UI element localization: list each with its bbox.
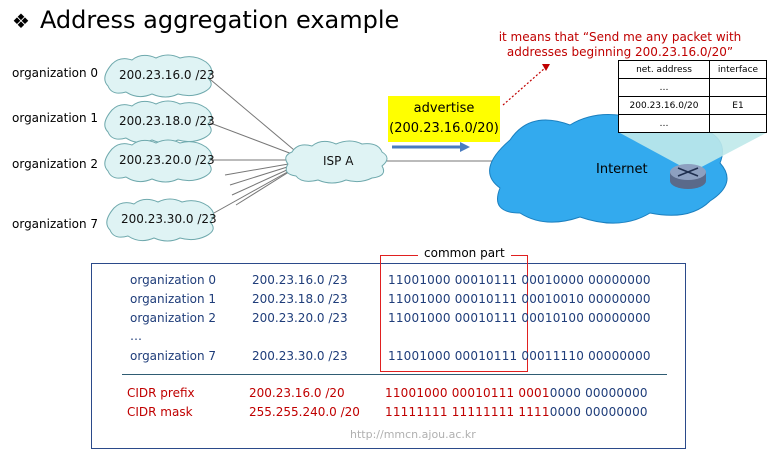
cidr-value: 200.23.16.0 /20: [249, 386, 345, 400]
advertise-arrow: [392, 142, 470, 152]
isp-cloud: [285, 140, 388, 184]
table-row: 200.23.16.0/20 E1: [618, 96, 767, 115]
note-arrow: [502, 64, 550, 106]
row-org: organization 7: [130, 349, 217, 363]
org-prefix-1: 200.23.18.0 /23: [119, 114, 215, 128]
col-interface: interface: [709, 60, 767, 79]
aggregation-box: [91, 263, 686, 449]
org-prefix-0: 200.23.16.0 /23: [119, 68, 215, 82]
table-cell: [709, 78, 767, 97]
table-beam: [620, 133, 766, 172]
row-bits: 11001000 00010111 00011110 00000000: [388, 349, 651, 363]
cidr-bits: 11001000 00010111 00010000 00000000: [385, 386, 648, 400]
org-label-7: organization 7: [12, 217, 99, 231]
page-title: ❖ Address aggregation example: [12, 6, 399, 34]
table-row: …: [618, 114, 767, 133]
cidr-bits-common: 11111111 11111111 1111: [385, 405, 550, 419]
org-label-2: organization 2: [12, 157, 99, 171]
title-text: Address aggregation example: [39, 6, 400, 34]
aggregation-note: it means that “Send me any packet with a…: [498, 30, 742, 59]
org-label-1: organization 1: [12, 111, 99, 125]
diamond-bullet-icon: ❖: [12, 9, 30, 33]
advertise-line1: advertise: [413, 101, 475, 116]
table-cell: …: [618, 78, 710, 97]
org-cloud-7: [106, 198, 214, 242]
cidr-bits-common: 11001000 00010111 0001: [385, 386, 550, 400]
advertise-box: advertise (200.23.16.0/20): [388, 96, 500, 142]
table-cell: 200.23.16.0/20: [618, 96, 710, 115]
routing-table: net. address interface … 200.23.16.0/20 …: [618, 60, 767, 133]
advertise-line2: (200.23.16.0/20): [389, 121, 499, 136]
org-cloud-0: [104, 54, 212, 98]
org-cloud-1: [104, 100, 212, 144]
org-clouds: [104, 54, 214, 242]
routing-table-header: net. address interface: [618, 60, 767, 79]
router-icon: [670, 164, 706, 189]
org-links: [204, 74, 510, 219]
table-cell: …: [618, 114, 710, 133]
table-row: …: [618, 78, 767, 97]
row-org: …: [130, 329, 142, 343]
row-org: organization 0: [130, 273, 217, 287]
isp-label: ISP A: [323, 154, 354, 168]
row-prefix: 200.23.18.0 /23: [252, 292, 348, 306]
org-prefix-7: 200.23.30.0 /23: [121, 212, 217, 226]
cidr-label: CIDR mask: [127, 405, 193, 419]
footer-url: http://mmcn.ajou.ac.kr: [350, 428, 476, 441]
row-prefix: 200.23.30.0 /23: [252, 349, 348, 363]
table-cell: E1: [709, 96, 767, 115]
table-cell: [709, 114, 767, 133]
row-bits: 11001000 00010111 00010010 00000000: [388, 292, 651, 306]
cidr-bits-rest: 0000 00000000: [549, 405, 648, 419]
row-org: organization 1: [130, 292, 217, 306]
cidr-value: 255.255.240.0 /20: [249, 405, 360, 419]
common-part-label: common part: [418, 246, 511, 260]
row-prefix: 200.23.16.0 /23: [252, 273, 348, 287]
cidr-label: CIDR prefix: [127, 386, 195, 400]
cidr-bits: 11111111 11111111 11110000 00000000: [385, 405, 648, 419]
row-prefix: 200.23.20.0 /23: [252, 311, 348, 325]
internet-label: Internet: [596, 162, 648, 177]
org-label-0: organization 0: [12, 66, 99, 80]
org-cloud-2: [104, 139, 212, 183]
row-org: organization 2: [130, 311, 217, 325]
separator-line: [122, 374, 667, 375]
row-bits: 11001000 00010111 00010100 00000000: [388, 311, 651, 325]
col-net-address: net. address: [618, 60, 710, 79]
row-bits: 11001000 00010111 00010000 00000000: [388, 273, 651, 287]
org-prefix-2: 200.23.20.0 /23: [119, 153, 215, 167]
cidr-bits-rest: 0000 00000000: [549, 386, 648, 400]
